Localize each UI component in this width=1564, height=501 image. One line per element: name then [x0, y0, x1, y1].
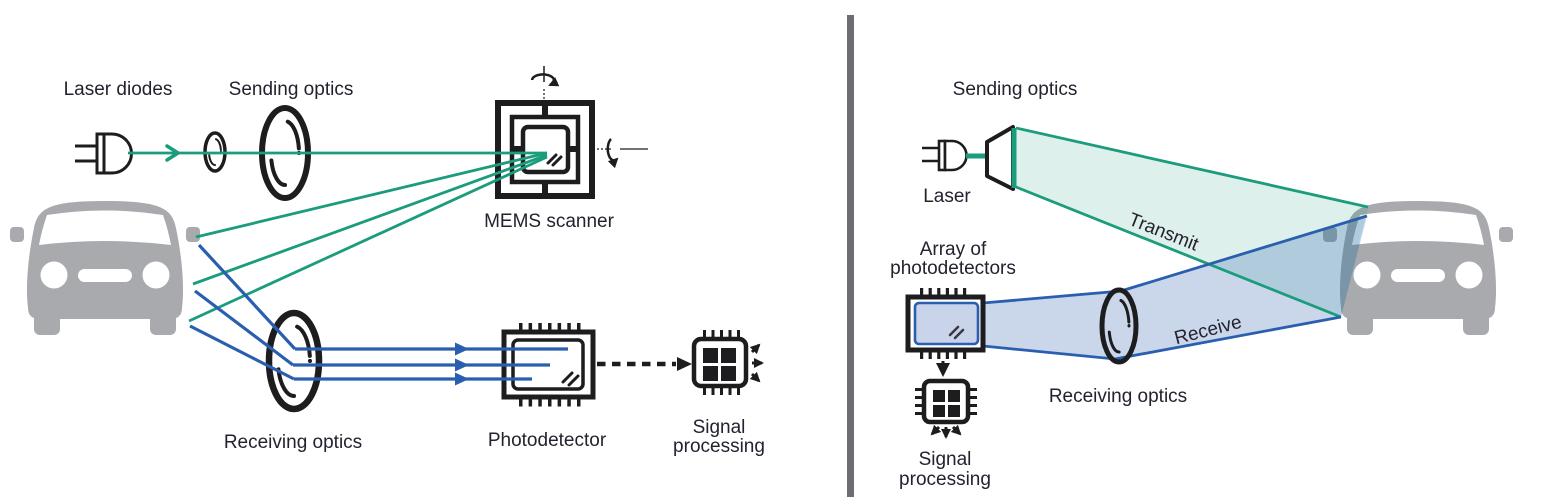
label-signal-processing-right-1: Signal	[919, 449, 972, 470]
label-array-1: Array of	[920, 239, 987, 260]
receiving-lens-icon	[265, 309, 323, 413]
label-laser: Laser	[923, 186, 971, 207]
label-array-2: photodetectors	[890, 258, 1016, 279]
left-diagram: Laser diodes Sending optics MEMS scanner…	[10, 66, 765, 457]
transmit-beam-lines	[128, 144, 548, 323]
signal-processing-chip-icon	[691, 330, 764, 395]
panel-divider	[847, 15, 854, 497]
label-signal-processing-left-2: processing	[673, 436, 765, 457]
label-sending-optics-left: Sending optics	[229, 79, 354, 100]
transmit-beam	[1016, 128, 1368, 317]
mems-scanner-icon	[495, 66, 648, 199]
label-sending-optics-right: Sending optics	[953, 79, 1078, 100]
label-mems-scanner: MEMS scanner	[484, 211, 615, 232]
signal-processing-chip-icon-right	[915, 378, 977, 439]
rotation-axis-horizontal-icon	[593, 138, 648, 169]
label-signal-processing-left-1: Signal	[693, 417, 746, 438]
receiving-lens-icon-right	[1099, 287, 1139, 365]
car-icon	[10, 201, 200, 335]
dashed-arrow	[597, 357, 692, 371]
label-receiving-optics-right: Receiving optics	[1049, 386, 1187, 407]
label-signal-processing-right-2: processing	[899, 469, 991, 490]
label-photodetector: Photodetector	[488, 430, 607, 451]
laser-diode-icon	[75, 132, 133, 175]
sending-optics-horn-icon	[985, 125, 1017, 191]
label-laser-diodes: Laser diodes	[64, 79, 173, 100]
receive-beam	[983, 216, 1367, 359]
receive-beam-lines	[189, 243, 568, 386]
rotation-axis-vertical-icon	[530, 66, 560, 103]
right-diagram: Sending optics Laser Array of photodetec…	[890, 79, 1513, 490]
signal-output-arrows-icon-right	[930, 424, 962, 439]
signal-output-arrows-icon	[749, 343, 764, 383]
laser-icon	[922, 139, 968, 172]
photodetector-array-chip-icon	[905, 288, 986, 359]
label-receiving-optics-left: Receiving optics	[224, 432, 362, 453]
